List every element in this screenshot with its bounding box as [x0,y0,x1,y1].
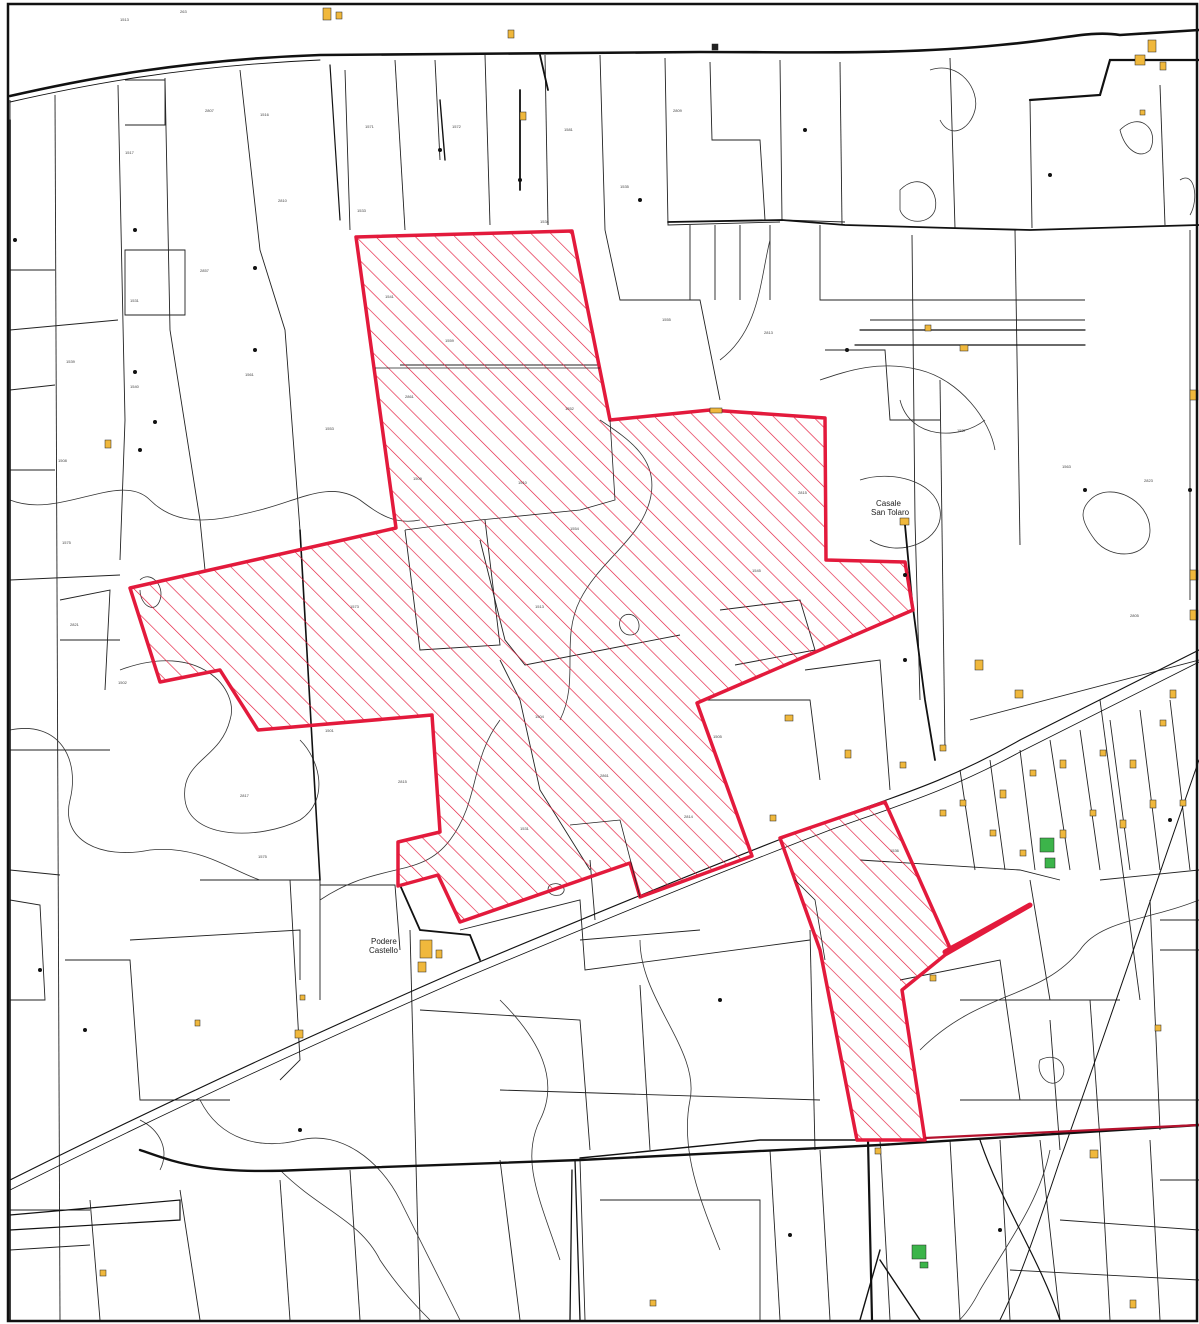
map-frame [6,2,1199,1323]
cadastral-markers [13,128,1192,1237]
road-southwest-lower [9,1199,181,1231]
parcel-label: 2810 [278,198,288,203]
zone-internal-line-2 [404,419,616,531]
parcel-label: 1555 [662,317,672,322]
parcel-label: 1554 [570,526,580,531]
road-southwest [569,1159,581,1321]
parcel-label: 1539 [66,359,76,364]
buildings [99,7,1199,1309]
parcel-label: 2823 [1144,478,1154,483]
parcel-label: 2817 [240,793,250,798]
parcel-label: 1513 [535,604,545,609]
roads [8,28,1199,1322]
parcel-label: 263 [180,9,187,14]
parcel-label: 2857 [200,268,210,273]
parcel-label: 2815 [398,779,408,784]
parcel-label: 1540 [130,384,140,389]
parcel-label: 1573 [350,604,360,609]
road-south [138,1123,1199,1173]
parcel-label: 2814 [684,814,694,819]
road-podere-access [399,884,481,961]
parcel-label: 1533 [357,208,367,213]
parcel-label: 1559 [445,338,455,343]
road-east-center [866,1138,874,1322]
parcel-label: 1501 [325,728,335,733]
parcel-label: 2861 [405,394,415,399]
place-label-podere: Podere [371,937,397,946]
protected-zone-southeast-tail [942,902,1033,955]
parcel-label: 1513 [120,17,130,22]
road-south-secondary [579,1139,861,1159]
road-east-curve [979,1139,1061,1321]
place-label-casale: Casale [876,499,901,508]
parcel-label: 1571 [365,124,375,129]
place-label-castello: Castello [369,946,398,955]
parcel-label: 1531 [520,826,530,831]
parcel-label: 1502 [118,680,128,685]
parcel-label: 1510 [518,480,528,485]
parcel-label: 1581 [564,127,574,132]
parcel-label: 2861 [600,773,610,778]
parcel-label: 1541 [385,294,395,299]
parcel-label: 1509 [413,476,423,481]
parcel-label: 1545 [752,568,762,573]
parcel-label: 1561 [245,372,255,377]
parcel-label: 1552 [565,406,575,411]
parcel-label: 2809 [673,108,683,113]
road-north-inner [9,59,321,103]
road-field-north [439,99,446,161]
parcel-label: 1553 [325,426,335,431]
parcel-label: 1536 [890,848,900,853]
parcel-label: 1531 [130,298,140,303]
road-east-branch [859,1249,921,1321]
place-label-san-tolaro: San Tolaro [871,508,910,517]
main-road-north [8,28,1199,98]
road-field-east [854,329,1086,346]
protected-zone-southeast [778,800,1032,1142]
zone-internal-line-3 [569,819,641,898]
parcel-label: 2821 [70,622,80,627]
parcel-boundaries [9,54,1199,1321]
road-north-dirt [519,54,549,191]
parcel-label: 1575 [62,540,72,545]
parcel-label: 1508 [58,458,68,463]
road-north-east-branch [1028,58,1199,102]
parcel-label: 1535 [620,184,630,189]
parcel-label: 1516 [260,112,270,117]
road-ns-west [329,64,341,221]
zone-south-edge [924,1123,1199,1140]
parcel-label: 1537 [957,428,967,433]
green-buildings [911,837,1056,1269]
parcel-label: 1517 [125,150,135,155]
parcel-label: 1563 [1062,464,1072,469]
road-mid-field [667,219,1199,231]
road-east-diagonal [999,759,1199,1321]
parcel-label: 2807 [205,108,215,113]
parcel-label: 2815 [798,490,808,495]
protected-zone-main [128,229,915,924]
parcel-label: 1534 [540,219,550,224]
place-names: Casale San Tolaro Podere Castello [369,499,910,955]
road-east-vertical [904,524,936,761]
parcel-number-labels: 263 1513 2807 1516 1517 1571 1572 1581 2… [58,9,1154,859]
parcel-label: 1575 [258,854,268,859]
parcel-label: 2805 [1130,613,1140,618]
zone-southeast-internal [794,879,826,961]
parcel-label: 1572 [452,124,462,129]
parcel-label: 1505 [713,734,723,739]
railway-line-parallel [9,661,1199,1191]
parcel-label: 1504 [535,714,545,719]
parcel-label: 2813 [764,330,774,335]
